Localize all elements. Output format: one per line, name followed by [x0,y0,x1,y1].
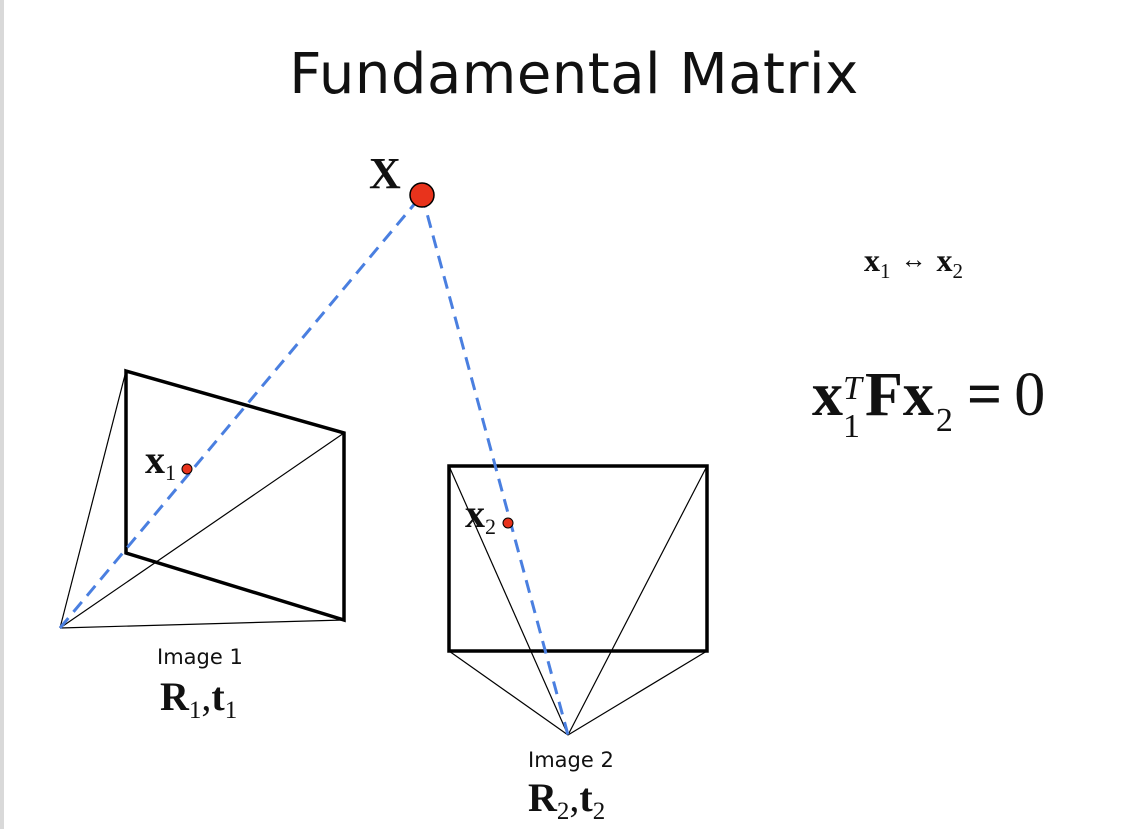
image-point-x1 [181,463,193,475]
image1-caption: Image 1 [157,645,243,669]
epi-sub2: 2 [935,402,953,439]
epi-x1: x [812,361,843,429]
epi-F: F [865,361,903,429]
epi-x2: x [902,361,934,429]
world-point-X [409,182,435,208]
image-plane-1 [124,368,346,623]
pose2-R-sub: 2 [556,798,570,825]
pose2-sep: , [569,775,580,820]
pose1-label: R1,t1 [160,673,237,724]
pose1-R-sub: 1 [188,697,202,724]
correspondence-equation: x1↔x2 [864,242,963,283]
slide-title: Fundamental Matrix [289,42,859,107]
epi-rhs: 0 [1014,361,1046,429]
camera1-frustum-line [59,432,345,629]
epi-eq: = [966,361,1003,429]
camera2-frustum-line [567,465,708,736]
point1-letter: x [145,437,165,482]
pose1-t: t [211,674,225,719]
point2-label: x2 [465,490,496,540]
point1-label: x1 [145,436,176,486]
epi-sup: T [843,370,862,407]
pose2-R: R [528,775,557,820]
camera2-frustum-line [567,650,708,736]
ray-camera1 [58,194,424,629]
slide-border [0,0,4,829]
pose2-t: t [579,775,593,820]
pose1-t-sub: 1 [224,697,238,724]
corr-right: x [936,242,953,278]
epi-sub1: 1 [843,408,860,445]
camera2-frustum-line [448,465,569,736]
corr-arrow: ↔ [900,245,927,274]
corr-left-sub: 1 [880,258,891,283]
corr-right-sub: 2 [952,258,964,283]
image2-caption: Image 2 [528,748,614,772]
point2-letter: x [465,491,485,536]
image-plane-2 [447,464,709,653]
image-point-x2 [502,517,514,529]
point2-subscript: 2 [485,514,496,540]
camera1-frustum-line [59,370,127,629]
corr-left: x [864,242,880,278]
pose2-t-sub: 2 [592,798,606,825]
ray-camera2 [420,194,570,736]
world-point-label: X [369,149,401,198]
camera1-frustum-line [59,619,345,629]
pose1-R: R [160,674,189,719]
point1-subscript: 1 [165,460,176,486]
pose2-label: R2,t2 [528,774,605,825]
pose1-sep: , [201,674,212,719]
camera2-frustum-line [448,650,569,736]
